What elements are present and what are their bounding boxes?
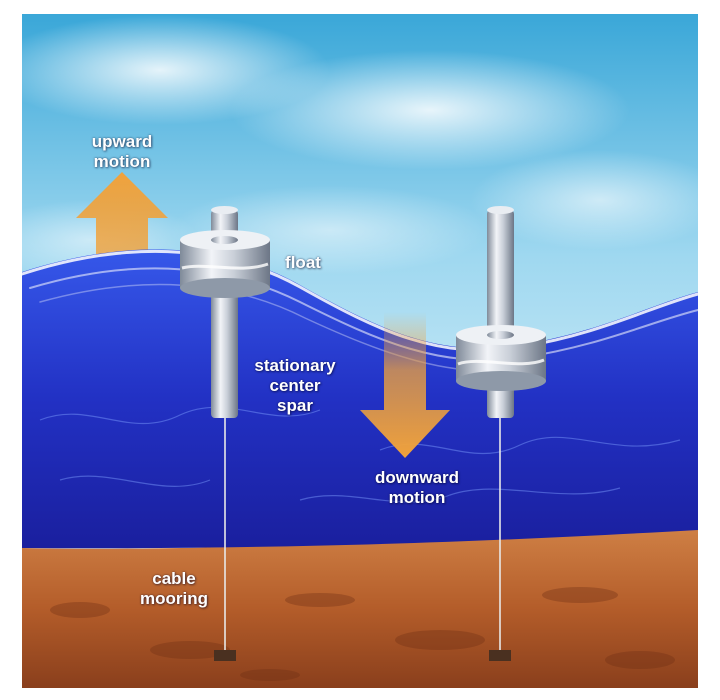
seabed (22, 528, 698, 688)
downward-motion-label: downward motion (374, 468, 460, 507)
float-label: float (285, 253, 321, 272)
left-float (180, 230, 270, 298)
seabed-texture (50, 587, 675, 681)
water-caustics (39, 406, 681, 503)
upward-motion-label: upward motion (91, 132, 153, 171)
ocean-water (22, 249, 698, 549)
right-mooring-anchor (489, 650, 511, 661)
right-buoy (456, 206, 546, 661)
left-mooring-anchor (214, 650, 236, 661)
center-spar-label: stationary center spar (254, 356, 336, 415)
downward-motion-arrow (360, 312, 450, 458)
left-buoy (180, 206, 270, 661)
cable-mooring-label: cable mooring (140, 569, 208, 608)
right-float (456, 325, 546, 391)
